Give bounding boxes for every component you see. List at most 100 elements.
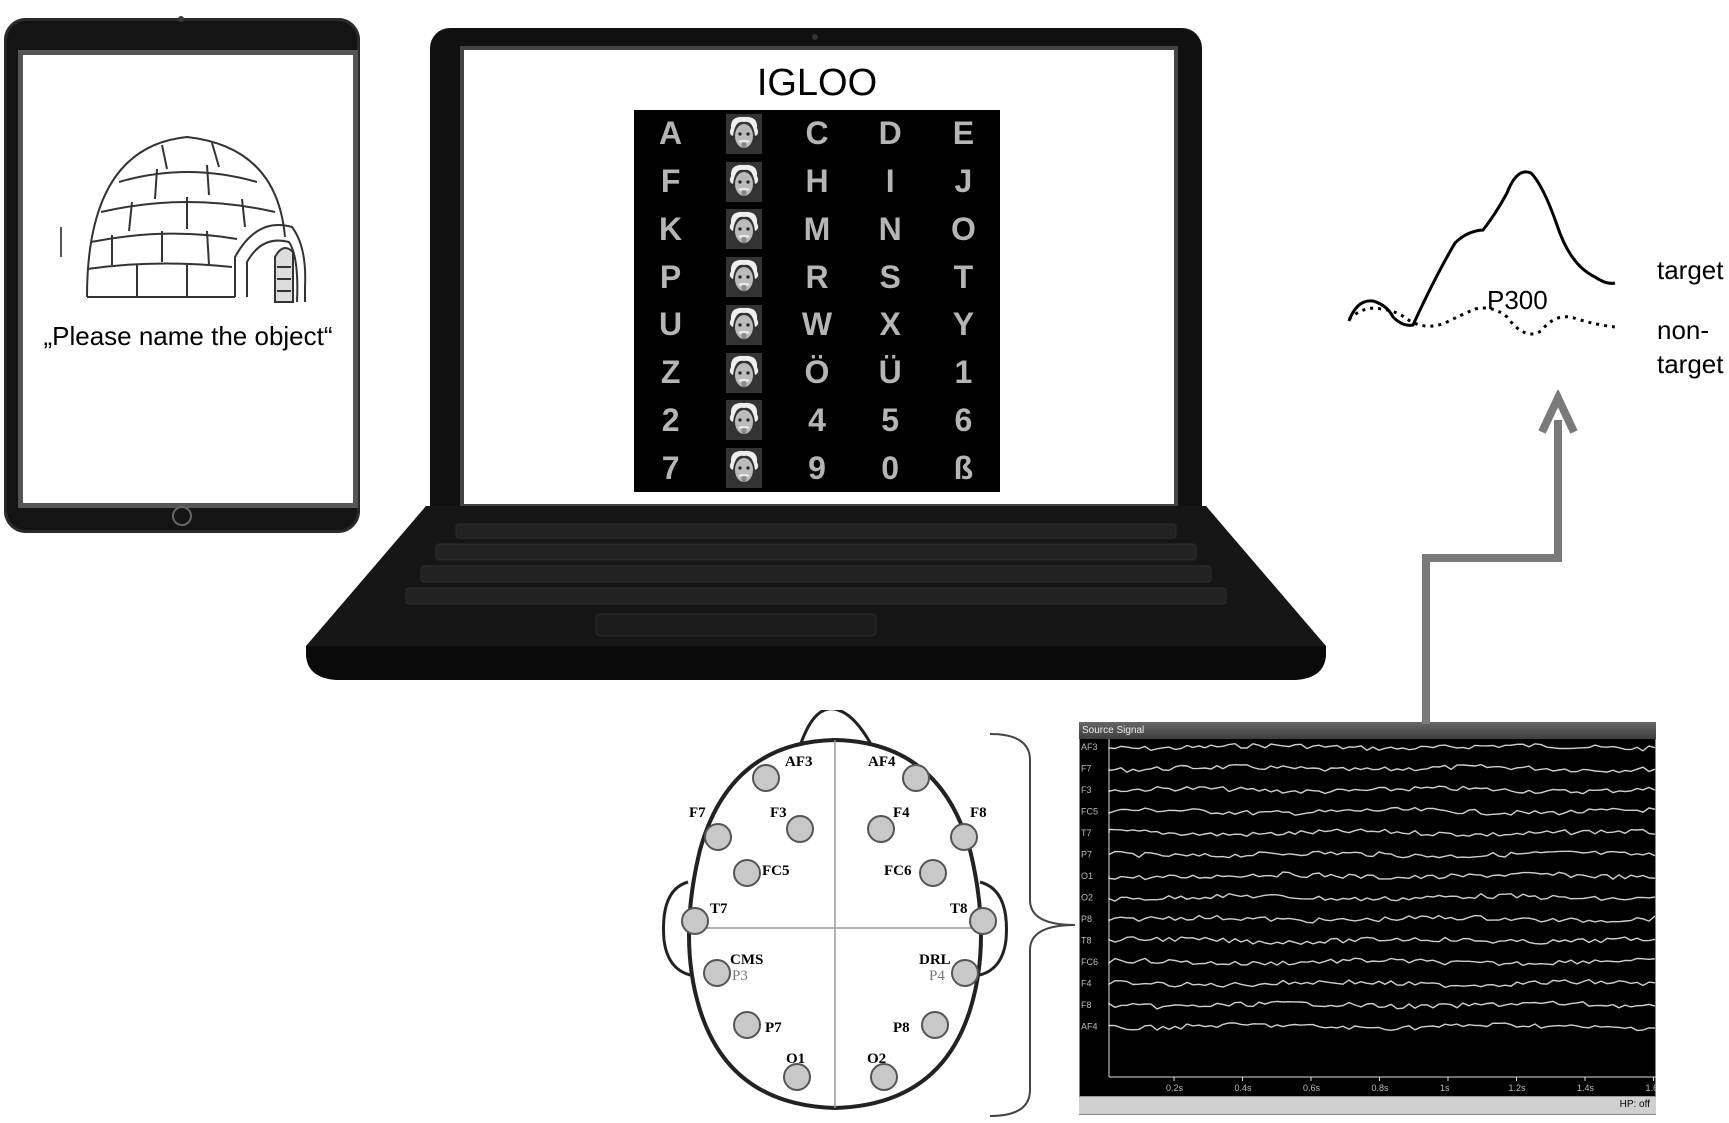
einstein-face-icon [707,110,780,158]
speller-cell: X [879,306,901,343]
speller-cell: F [660,163,681,200]
speller-cell: 7 [661,449,680,486]
speller-cell: K [659,210,683,247]
tablet-caption: „Please name the object“ [43,321,333,351]
eeg-trace [1108,914,1656,924]
target-legend-label: target [1657,255,1724,285]
electrode-f4 [867,815,895,843]
eeg-time-tick-label: 1s [1440,1083,1450,1093]
speller-cell: 1 [954,354,973,391]
label-t8: T8 [950,901,968,917]
eeg-time-tick-label: 0.4s [1235,1083,1253,1093]
eeg-time-tick-label: 0.8s [1372,1083,1390,1093]
speller-cell: Y [952,306,975,343]
eeg-channel-label: T8 [1081,936,1092,946]
speller-cell: D [878,115,902,152]
speller-cell: I [885,163,895,200]
label-t7: T7 [710,901,728,917]
electrode-cms-p3 [703,959,731,987]
eeg-trace [1108,742,1656,752]
label-p8: P8 [893,1020,910,1036]
label-f3: F3 [770,805,787,821]
speller-cell: 6 [954,401,973,438]
speller-cell: C [805,115,829,152]
speller-cell: 2 [661,401,680,438]
eeg-channel-label: F8 [1081,1000,1092,1010]
eeg-channel-label: FC5 [1081,807,1098,817]
speller-cell: 0 [881,449,900,486]
label-f7: F7 [689,805,706,821]
speller-cell: N [878,210,902,247]
eeg-channel-label: AF3 [1081,742,1098,752]
eeg-trace [1108,806,1656,816]
label-p4: P4 [929,968,945,984]
igloo-image [60,135,307,303]
eeg-time-tick-label: 1.2s [1509,1083,1527,1093]
speller-cell: R [805,258,829,295]
eeg-channel-label: F3 [1081,785,1092,795]
eeg-trace [1108,763,1656,774]
electrode-f8 [950,823,978,851]
electrode-af3 [752,764,780,792]
eeg-channel-label: O2 [1081,893,1093,903]
flow-arrow [1422,390,1578,724]
eeg-trace [1108,936,1656,946]
label-f8: F8 [970,805,987,821]
eeg-channel-label: P7 [1081,850,1092,860]
speller-cell: ß [953,449,974,486]
eeg-channel-label: P8 [1081,914,1092,924]
eeg-trace [1108,785,1656,795]
eeg-trace [1108,957,1656,967]
electrode-p7 [733,1011,761,1039]
einstein-face-icon [707,253,780,301]
label-af4: AF4 [868,754,896,770]
eeg-trace [1108,1022,1656,1032]
electrode-af4 [902,764,930,792]
electrode-f3 [786,815,814,843]
speller-cell: S [879,258,901,295]
nontarget-legend-label-line1: non- [1657,315,1709,345]
speller-cell: J [954,163,973,200]
eeg-time-tick-label: 0.6s [1303,1083,1321,1093]
einstein-face-icon [707,397,780,445]
laptop-keyboard-base [306,506,1326,680]
electrode-o2 [870,1063,898,1091]
electrode-o1 [783,1063,811,1091]
speller-cell: E [952,115,975,152]
speller-cell: M [803,210,831,247]
nontarget-waveform [1348,306,1616,336]
speller-cell: Ü [878,354,902,391]
electrode-t7 [681,907,709,935]
label-p7: P7 [765,1020,782,1036]
electrode-fc6 [919,859,947,887]
label-drl: DRL [919,952,951,968]
eeg-head-map: AF3 AF4 F7 F3 F4 F8 FC5 FC6 T7 T8 CMS P3… [662,710,1008,1111]
electrode-drl-p4 [951,959,979,987]
label-p3: P3 [732,968,748,984]
eeg-trace [1108,850,1656,859]
eeg-trace [1108,978,1656,989]
speller-cell: O [950,210,976,247]
connector-bracket [990,733,1076,1117]
electrode-p8 [921,1011,949,1039]
eeg-trace [1108,1000,1656,1010]
eeg-channel-label: F4 [1081,979,1092,989]
label-cms: CMS [730,952,763,968]
eeg-time-tick-label: 1.6s [1646,1083,1657,1093]
hp-filter-label: HP: off [1619,1099,1650,1110]
label-o1: O1 [786,1051,805,1067]
speller-cell: A [659,115,683,152]
speller-cell: T [953,258,974,295]
tablet-camera [178,16,184,22]
speller-cell: Z [660,354,681,391]
nontarget-legend-label-line2: target [1657,349,1724,379]
speller-cell: 4 [808,401,826,438]
label-af3: AF3 [785,754,813,770]
speller-target-word: IGLOO [756,62,878,104]
eeg-channel-label: O1 [1081,871,1093,881]
label-f4: F4 [893,805,910,821]
einstein-face-icon [707,444,780,492]
speller-cell: H [805,163,829,200]
